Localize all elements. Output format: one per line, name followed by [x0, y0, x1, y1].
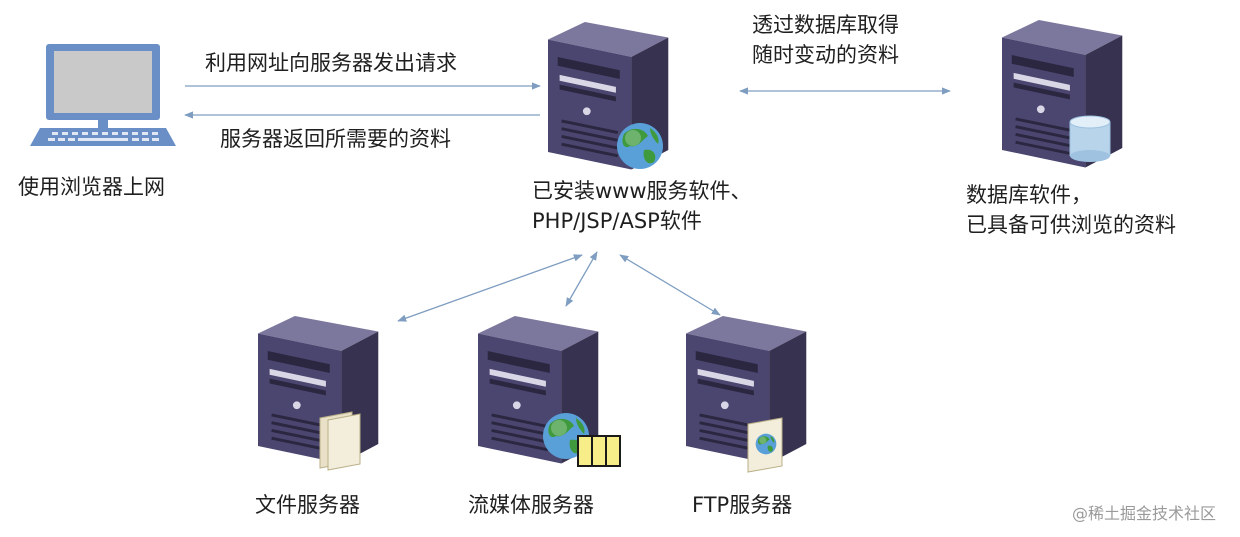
ftp-server-label: FTP服务器 [692, 493, 793, 517]
laptop-icon [30, 44, 176, 146]
stream-link-arrow [565, 251, 598, 307]
file-server-label: 文件服务器 [255, 493, 360, 517]
request-label: 利用网址向服务器发出请求 [205, 51, 457, 75]
folder-icon [319, 411, 361, 471]
response-label: 服务器返回所需要的资料 [220, 127, 451, 151]
database-server-label-line1: 数据库软件， [966, 183, 1092, 207]
ftp-server-icon [684, 314, 808, 473]
database-link-label-line2: 随时变动的资料 [752, 43, 899, 67]
stream-server-icon [476, 314, 621, 467]
ftp-link-arrow [619, 254, 721, 316]
database-icon [1069, 115, 1111, 162]
database-server-icon [1000, 18, 1124, 169]
watermark: @稀土掘金技术社区 [1072, 504, 1217, 523]
web-server-label-line1: 已安装www服务软件、 [532, 179, 752, 203]
file-link-arrow [397, 254, 583, 322]
globe-icon [617, 123, 663, 169]
file-server-icon [256, 314, 380, 471]
document-icon [747, 417, 783, 473]
web-server-label-line2: PHP/JSP/ASP软件 [532, 209, 702, 233]
database-server-label-line2: 已具备可供浏览的资料 [966, 213, 1176, 237]
web-server-icon [546, 20, 670, 171]
film-icon [577, 435, 621, 467]
database-link-label-line1: 透过数据库取得 [752, 13, 899, 37]
client-label: 使用浏览器上网 [18, 175, 165, 199]
stream-server-label: 流媒体服务器 [468, 493, 594, 517]
